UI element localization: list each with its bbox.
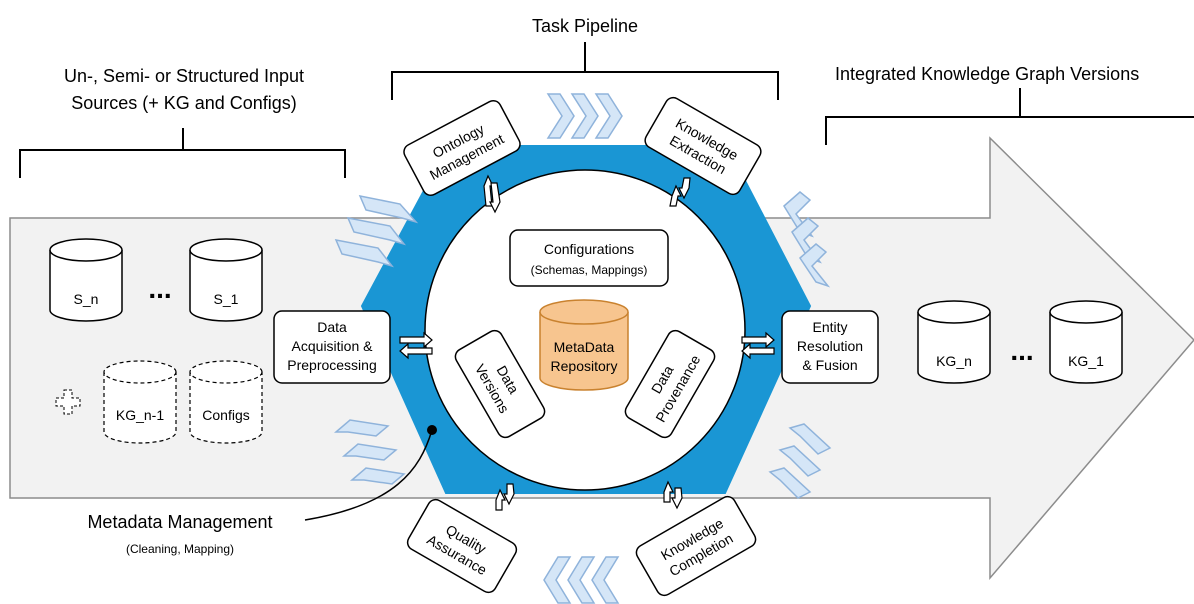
- double-arrow-completion: [663, 480, 683, 510]
- task-label-resolution-1: Entity: [812, 319, 847, 335]
- double-arrow-extraction: [669, 177, 691, 207]
- pipeline-title: Task Pipeline: [532, 16, 638, 36]
- pipeline-bracket: [391, 42, 779, 100]
- metadata-title: Metadata Management: [87, 512, 272, 532]
- repository-label-1: MetaData: [554, 339, 615, 355]
- task-label-resolution-3: & Fusion: [802, 357, 857, 373]
- source-cylinder-sn: S_n: [49, 238, 123, 322]
- metadata-repository: MetaData Repository: [539, 299, 629, 391]
- plus-icon: [55, 389, 81, 415]
- double-arrow-ontology: [483, 174, 501, 214]
- task-data-acquisition: Data Acquisition & Preprocessing: [273, 310, 391, 384]
- task-knowledge-completion: Knowledge Completion: [635, 495, 757, 597]
- metadata-subtitle: (Cleaning, Mapping): [126, 542, 234, 556]
- task-label-acquisition-1: Data: [317, 319, 347, 335]
- source-cylinder-s1: S_1: [189, 238, 263, 322]
- source-label-s1: S_1: [214, 291, 239, 307]
- output-bracket: [825, 88, 1194, 145]
- optional-label-configs: Configs: [202, 407, 249, 423]
- optional-cylinder-kg: KG_n-1: [103, 360, 177, 444]
- output-ellipsis: ...: [1010, 335, 1033, 366]
- input-title-line2: Sources (+ KG and Configs): [71, 93, 297, 113]
- configurations-box: Configurations (Schemas, Mappings): [509, 229, 669, 287]
- task-label-resolution-2: Resolution: [797, 338, 863, 354]
- task-label-acquisition-3: Preprocessing: [287, 357, 377, 373]
- task-quality-assurance: Quality Assurance: [406, 498, 518, 594]
- input-title-line1: Un-, Semi- or Structured Input: [64, 66, 304, 86]
- chevrons-lower-right: [768, 423, 832, 499]
- double-arrow-resolution: [741, 331, 775, 360]
- chevrons-bottom: [543, 556, 620, 604]
- task-knowledge-extraction: Knowledge Extraction: [644, 96, 762, 196]
- chevrons-upper-left: [334, 194, 419, 268]
- chevrons-lower-left: [333, 419, 406, 485]
- metadata-callout-line: [304, 429, 433, 521]
- chevrons-upper-right: [783, 191, 831, 288]
- repository-label-2: Repository: [551, 358, 618, 374]
- double-arrow-acquisition: [399, 331, 433, 360]
- configurations-sublabel: (Schemas, Mappings): [531, 263, 648, 277]
- kg-cylinder-1: KG_1: [1049, 300, 1123, 384]
- configurations-label: Configurations: [544, 241, 634, 257]
- source-label-sn: S_n: [74, 291, 99, 307]
- input-bracket: [19, 128, 346, 178]
- double-arrow-quality: [495, 483, 515, 511]
- task-label-acquisition-2: Acquisition &: [292, 338, 374, 354]
- chevrons-top: [546, 93, 623, 139]
- kg-label-1: KG_1: [1068, 353, 1104, 369]
- kg-cylinder-n: KG_n: [917, 300, 991, 384]
- optional-cylinder-configs: Configs: [189, 360, 263, 444]
- optional-label-kg: KG_n-1: [116, 407, 164, 423]
- kg-label-n: KG_n: [936, 353, 972, 369]
- output-title: Integrated Knowledge Graph Versions: [835, 64, 1139, 84]
- input-ellipsis: ...: [148, 273, 171, 304]
- task-entity-resolution: Entity Resolution & Fusion: [781, 310, 879, 384]
